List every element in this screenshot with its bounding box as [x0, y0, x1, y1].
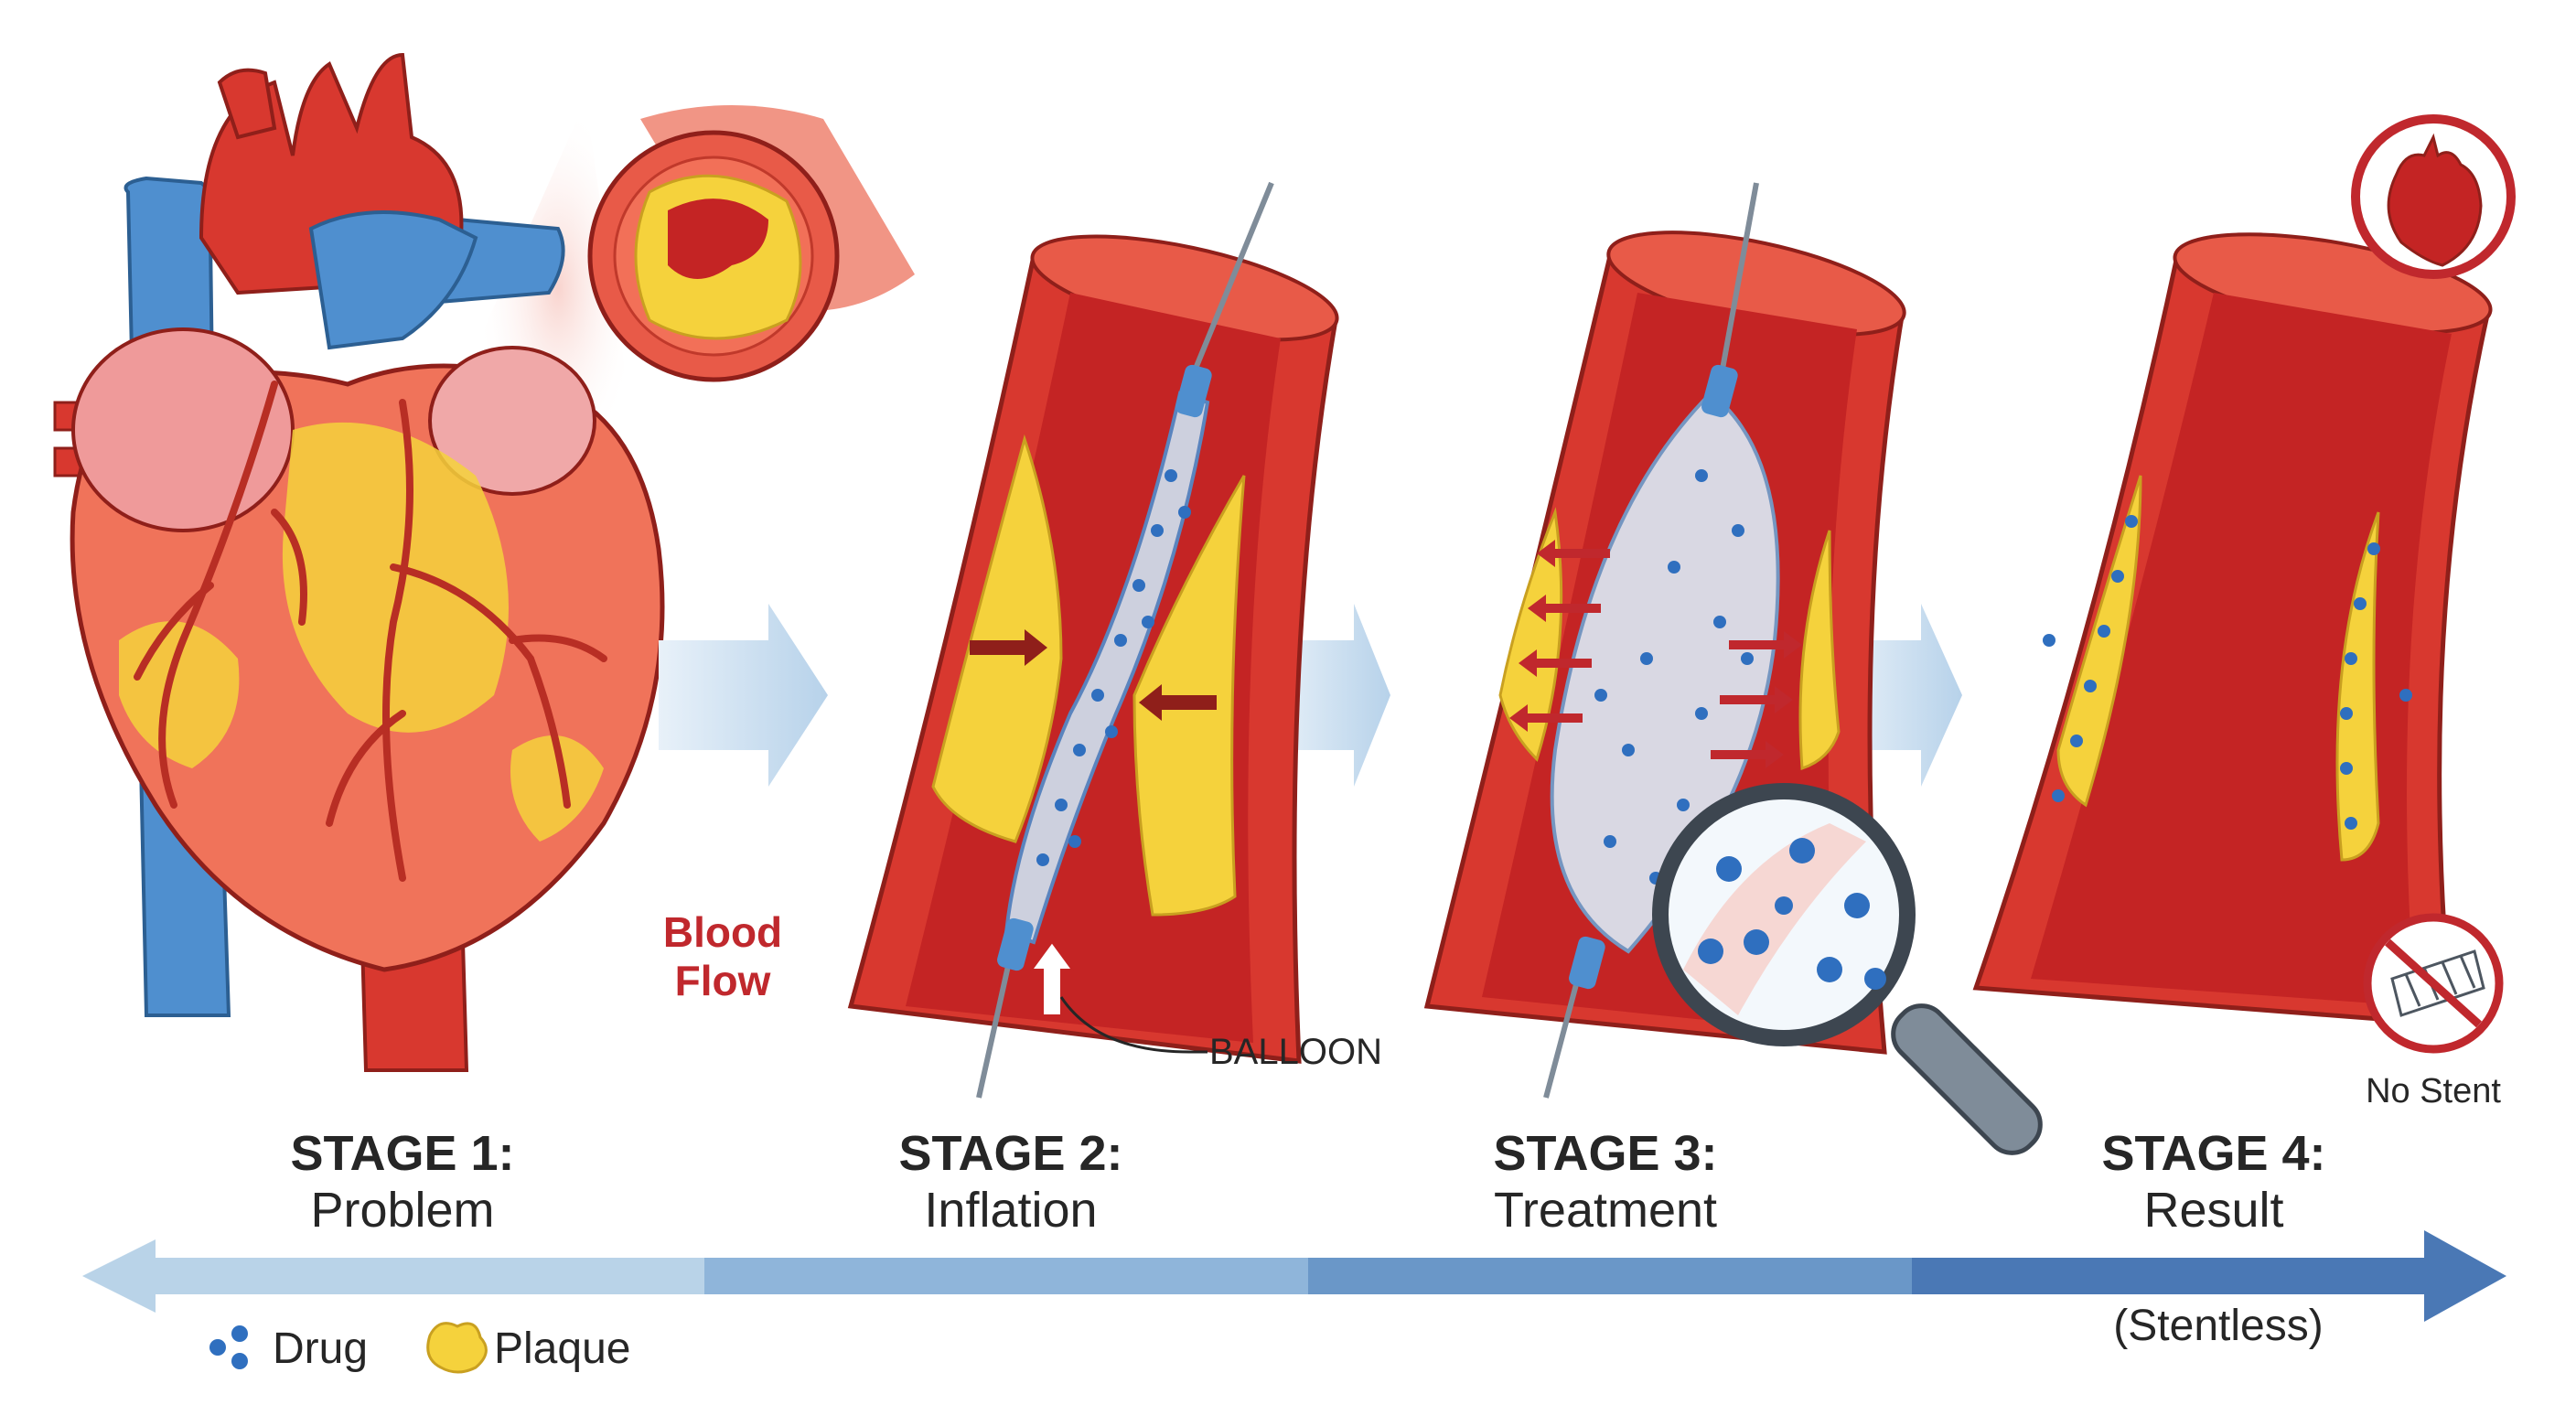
stage-1-title: STAGE 1:	[290, 1126, 515, 1181]
no-stent-label: No Stent	[2366, 1072, 2501, 1110]
stage-4-title: STAGE 4:	[2101, 1126, 2326, 1181]
stage-3-subtitle: Treatment	[1493, 1183, 1718, 1238]
magnifier-icon	[1652, 783, 2043, 1155]
stage-1-label: STAGE 1: Problem	[210, 1125, 595, 1239]
stage-1-subtitle: Problem	[310, 1183, 495, 1238]
timeline-arrow	[82, 1230, 2506, 1322]
no-stent-icon	[2363, 913, 2504, 1054]
balloon-label: BALLOON	[1209, 1032, 1382, 1072]
stage4-artery	[1972, 232, 2493, 1027]
stentless-label: (Stentless)	[2113, 1302, 2323, 1350]
legend-plaque-label: Plaque	[494, 1325, 630, 1373]
stage-2-label: STAGE 2: Inflation	[819, 1125, 1203, 1239]
stage-2-subtitle: Inflation	[924, 1183, 1098, 1238]
flow-arrow-1	[659, 604, 828, 787]
stage-4-label: STAGE 4: Result	[2022, 1125, 2406, 1239]
stage-3-label: STAGE 3: Treatment	[1413, 1125, 1798, 1239]
stage-3-title: STAGE 3:	[1493, 1126, 1718, 1181]
stage-2-title: STAGE 2:	[898, 1126, 1123, 1181]
heart-icon	[2351, 114, 2516, 279]
blood-flow-label-line2: Flow	[675, 957, 771, 1004]
legend-drug-label: Drug	[273, 1325, 368, 1373]
stage2-artery	[847, 181, 1339, 1099]
stage-4-subtitle: Result	[2143, 1183, 2284, 1238]
plaque-blob-icon	[426, 1322, 488, 1374]
drug-dots-icon	[209, 1325, 248, 1369]
legend: Drug Plaque	[209, 1322, 630, 1374]
heart-illustration	[53, 52, 915, 1072]
artery-cross-section	[587, 105, 915, 382]
blood-flow-label-line1: Blood	[663, 908, 782, 956]
